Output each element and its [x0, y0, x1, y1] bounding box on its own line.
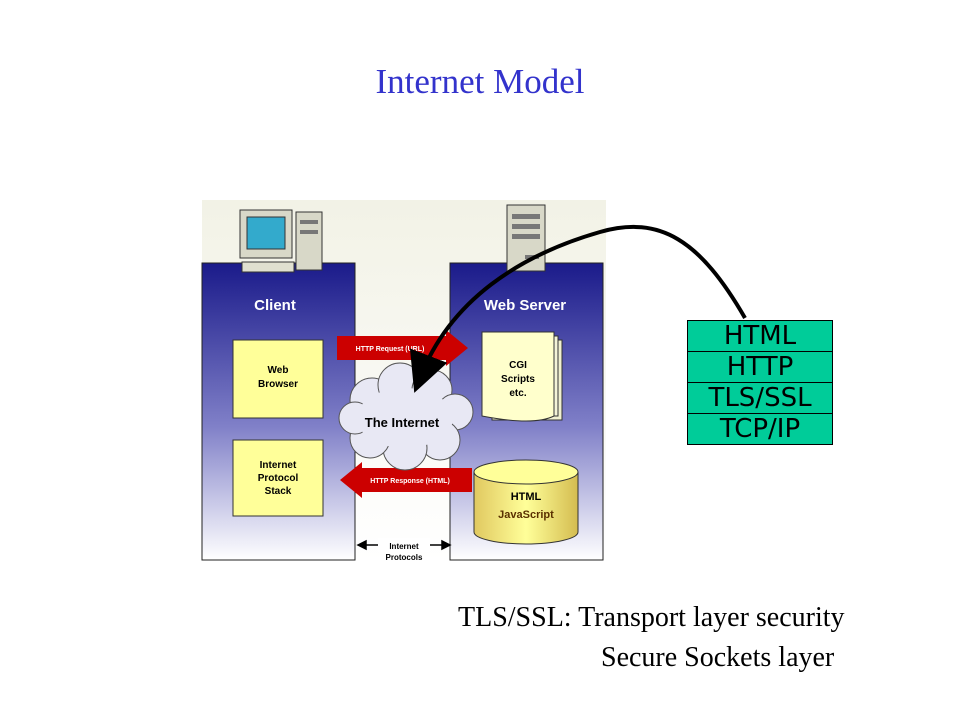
protocol-stack-label-3: Stack — [265, 486, 292, 497]
http-response-label: HTTP Response (HTML) — [370, 478, 450, 485]
protocol-stack-label-2: Protocol — [258, 473, 299, 484]
layer-http: HTTP — [687, 351, 833, 383]
internet-cloud — [338, 362, 474, 471]
caption-line-2: Secure Sockets layer — [601, 642, 835, 673]
http-response-arrow — [340, 462, 472, 498]
client-computer-icon — [239, 209, 323, 273]
cloud-label: The Internet — [365, 415, 440, 430]
web-browser-label-1: Web — [268, 365, 289, 376]
layer-tls-ssl: TLS/SSL — [687, 382, 833, 414]
protocol-stack-label-1: Internet — [260, 460, 297, 471]
web-browser-label-2: Browser — [258, 379, 298, 390]
page-title: Internet Model — [375, 62, 585, 101]
db-label-js: JavaScript — [498, 509, 554, 521]
cgi-scripts-box — [481, 331, 563, 422]
curved-pointer-arrow — [409, 224, 747, 393]
layer-tcp-ip: TCP/IP — [687, 413, 833, 445]
cgi-label-1: CGI — [509, 360, 527, 371]
cgi-label-2: Scripts — [501, 374, 535, 385]
protocols-label-1: Internet — [389, 542, 419, 551]
cgi-label-3: etc. — [509, 388, 526, 399]
html-js-database — [473, 459, 579, 545]
client-label: Client — [254, 297, 296, 314]
protocol-stack-box — [232, 439, 324, 517]
protocol-layer-stack: HTML HTTP TLS/SSL TCP/IP — [687, 320, 833, 445]
web-browser-box — [232, 339, 324, 419]
http-request-label: HTTP Request (URL) — [356, 346, 425, 353]
db-label-html: HTML — [511, 491, 542, 503]
layer-html: HTML — [687, 320, 833, 352]
protocols-label-2: Protocols — [386, 553, 423, 562]
server-label: Web Server — [484, 297, 566, 314]
caption-line-1: TLS/SSL: Transport layer security — [458, 602, 845, 633]
